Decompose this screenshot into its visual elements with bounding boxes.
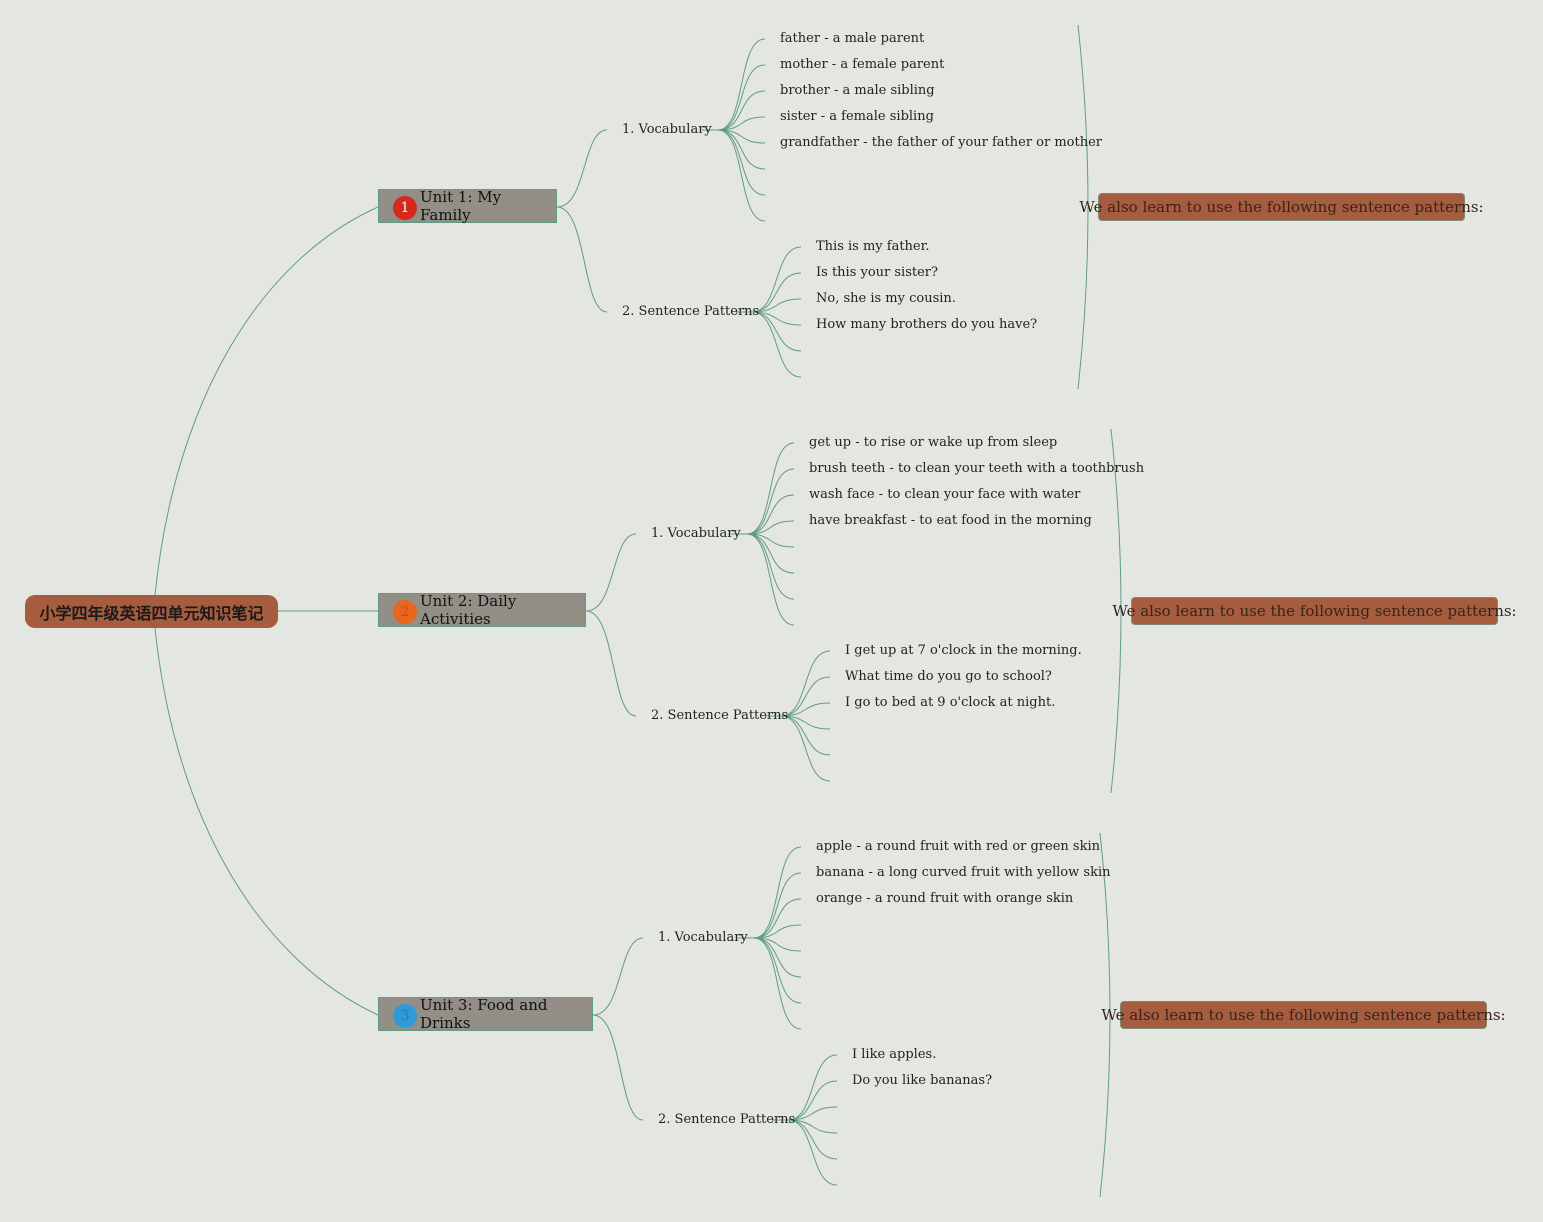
- unit-3-vocab-branch: [753, 937, 802, 952]
- unit-3-pattern-branch: [787, 1106, 838, 1121]
- unit-2-vocab-branch: [746, 533, 795, 574]
- unit-1-vocab-item[interactable]: father - a male parent: [780, 31, 925, 46]
- unit-3-pattern-branch: [787, 1119, 838, 1160]
- unit-3-summary-note[interactable]: We also learn to use the following sente…: [1101, 1001, 1506, 1029]
- unit-1-vocab-branch: [717, 129, 766, 170]
- unit-3-patterns-label[interactable]: 2. Sentence Patterns: [658, 1112, 796, 1127]
- unit-2-vocab-item[interactable]: wash face - to clean your face with wate…: [809, 487, 1081, 502]
- unit-1-pattern-branch: [751, 311, 802, 352]
- unit-2-vocab-branch: [746, 442, 795, 535]
- unit-1-vocab-branch: [717, 129, 766, 222]
- unit-2-pattern-branch: [780, 715, 831, 756]
- unit-1-pattern-item[interactable]: How many brothers do you have?: [816, 317, 1038, 332]
- root-to-unit-3-line: [154, 627, 379, 1016]
- unit-2-vocab-item[interactable]: get up - to rise or wake up from sleep: [809, 435, 1058, 450]
- unit-2-pattern-branch: [780, 650, 831, 717]
- unit-2-vocab-branch: [746, 533, 795, 600]
- unit-1-pattern-item[interactable]: Is this your sister?: [816, 265, 938, 280]
- unit-1-summary-bracket: [1077, 24, 1089, 390]
- unit-1-pattern-branch: [751, 298, 802, 313]
- unit-2-title: Unit 2: Daily Activities: [420, 592, 517, 628]
- unit-2-pattern-item[interactable]: What time do you go to school?: [845, 669, 1052, 684]
- unit-3-vocab-item[interactable]: apple - a round fruit with red or green …: [816, 839, 1100, 854]
- unit-3-vocabulary-label[interactable]: 1. Vocabulary: [658, 930, 748, 945]
- unit-1-pattern-branch: [751, 272, 802, 313]
- unit-1-vocab-item[interactable]: brother - a male sibling: [780, 83, 935, 98]
- unit-3-to-vocabulary-line: [592, 937, 644, 1016]
- unit-2-to-patterns-line: [585, 610, 637, 717]
- unit-3-vocab-branch: [753, 846, 802, 939]
- unit-2-vocab-branch: [746, 533, 795, 548]
- unit-1-pattern-item[interactable]: No, she is my cousin.: [816, 291, 956, 306]
- root-topic[interactable]: 小学四年级英语四单元知识笔记: [25, 595, 278, 628]
- unit-2-summary-bracket: [1110, 428, 1122, 794]
- unit-2-pattern-item[interactable]: I go to bed at 9 o'clock at night.: [845, 695, 1056, 710]
- unit-1-vocab-branch: [717, 64, 766, 131]
- unit-3-node[interactable]: 3 Unit 3: Food and Drinks: [378, 996, 593, 1032]
- unit-2-vocab-branch: [746, 533, 795, 626]
- unit-2-vocab-item[interactable]: have breakfast - to eat food in the morn…: [809, 513, 1092, 528]
- unit-1-pattern-branch: [751, 311, 802, 378]
- unit-3-vocab-branch: [753, 937, 802, 978]
- unit-1-summary-note[interactable]: We also learn to use the following sente…: [1079, 193, 1484, 221]
- unit-3-pattern-item[interactable]: Do you like bananas?: [852, 1073, 993, 1088]
- unit-1-vocab-item[interactable]: grandfather - the father of your father …: [780, 135, 1103, 150]
- unit-3-pattern-branch: [787, 1054, 838, 1121]
- unit-3-number-badge: 3: [393, 1004, 417, 1028]
- unit-2-pattern-branch: [780, 715, 831, 730]
- unit-2-pattern-branch: [780, 715, 831, 782]
- unit-1-vocab-item[interactable]: sister - a female sibling: [780, 109, 934, 124]
- unit-1-to-patterns-line: [556, 206, 608, 313]
- unit-1-vocab-branch: [717, 116, 766, 131]
- unit-3-summary-bracket: [1099, 832, 1111, 1198]
- unit-2-pattern-item[interactable]: I get up at 7 o'clock in the morning.: [845, 643, 1082, 658]
- unit-3-to-patterns-line: [592, 1014, 644, 1121]
- unit-3-pattern-branch: [787, 1080, 838, 1121]
- unit-2-patterns-label[interactable]: 2. Sentence Patterns: [651, 708, 789, 723]
- unit-3-vocab-item[interactable]: banana - a long curved fruit with yellow…: [816, 865, 1111, 880]
- unit-3-vocab-branch: [753, 924, 802, 939]
- unit-1-vocab-item[interactable]: mother - a female parent: [780, 57, 945, 72]
- unit-1-pattern-branch: [751, 246, 802, 313]
- unit-2-vocab-branch: [746, 494, 795, 535]
- unit-2-pattern-branch: [780, 702, 831, 717]
- unit-1-vocab-branch: [717, 90, 766, 131]
- unit-2-node[interactable]: 2 Unit 2: Daily Activities: [378, 592, 586, 628]
- unit-1-patterns-label[interactable]: 2. Sentence Patterns: [622, 304, 760, 319]
- unit-1-vocabulary-label[interactable]: 1. Vocabulary: [622, 122, 712, 137]
- unit-3-pattern-branch: [787, 1119, 838, 1134]
- unit-2-number-badge: 2: [393, 600, 417, 624]
- unit-3-vocab-branch: [753, 872, 802, 939]
- unit-1-pattern-branch: [751, 311, 802, 326]
- unit-1-vocab-branch: [717, 129, 766, 196]
- unit-1-number-badge: 1: [393, 196, 417, 220]
- unit-2-vocab-item[interactable]: brush teeth - to clean your teeth with a…: [809, 461, 1145, 476]
- unit-3-vocab-item[interactable]: orange - a round fruit with orange skin: [816, 891, 1074, 906]
- unit-1-vocab-branch: [717, 129, 766, 144]
- unit-2-vocabulary-label[interactable]: 1. Vocabulary: [651, 526, 741, 541]
- unit-1-to-vocabulary-line: [556, 129, 608, 208]
- unit-2-vocab-branch: [746, 520, 795, 535]
- unit-2-pattern-branch: [780, 676, 831, 717]
- root-to-unit-1-line: [154, 206, 379, 596]
- unit-1-pattern-item[interactable]: This is my father.: [816, 239, 930, 254]
- unit-3-vocab-branch: [753, 937, 802, 1004]
- unit-1-node[interactable]: 1 Unit 1: My Family: [378, 188, 557, 224]
- unit-3-title: Unit 3: Food and Drinks: [420, 996, 548, 1032]
- unit-3-vocab-branch: [753, 898, 802, 939]
- unit-3-pattern-item[interactable]: I like apples.: [852, 1047, 937, 1062]
- unit-2-to-vocabulary-line: [585, 533, 637, 612]
- unit-1-title: Unit 1: My Family: [420, 188, 502, 224]
- unit-2-vocab-branch: [746, 468, 795, 535]
- unit-3-vocab-branch: [753, 937, 802, 1030]
- unit-3-pattern-branch: [787, 1119, 838, 1186]
- unit-2-summary-note[interactable]: We also learn to use the following sente…: [1112, 597, 1517, 625]
- unit-1-vocab-branch: [717, 38, 766, 131]
